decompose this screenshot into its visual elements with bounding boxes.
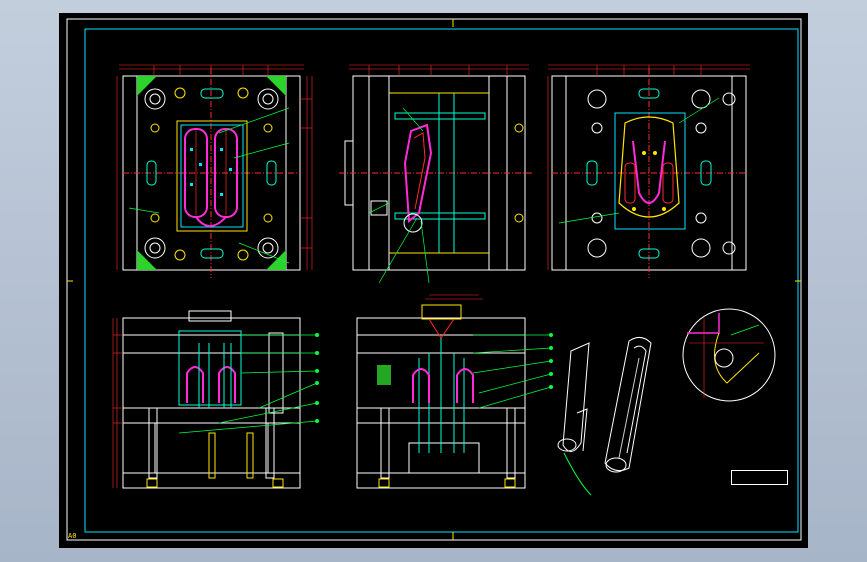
sheet-size-label: A0 <box>68 532 77 540</box>
title-block <box>731 470 788 485</box>
inner-frame <box>84 28 799 533</box>
view-product <box>557 337 652 496</box>
outer-frame <box>66 18 802 541</box>
view-bottom-middle <box>356 294 553 489</box>
view-top-right <box>547 64 750 278</box>
drawing-sheet: A0 <box>59 13 808 548</box>
view-top-middle <box>339 64 534 284</box>
view-detail <box>682 308 776 402</box>
view-top-left <box>116 64 313 278</box>
frame-ticks <box>67 19 801 540</box>
view-bottom-left <box>112 310 319 489</box>
